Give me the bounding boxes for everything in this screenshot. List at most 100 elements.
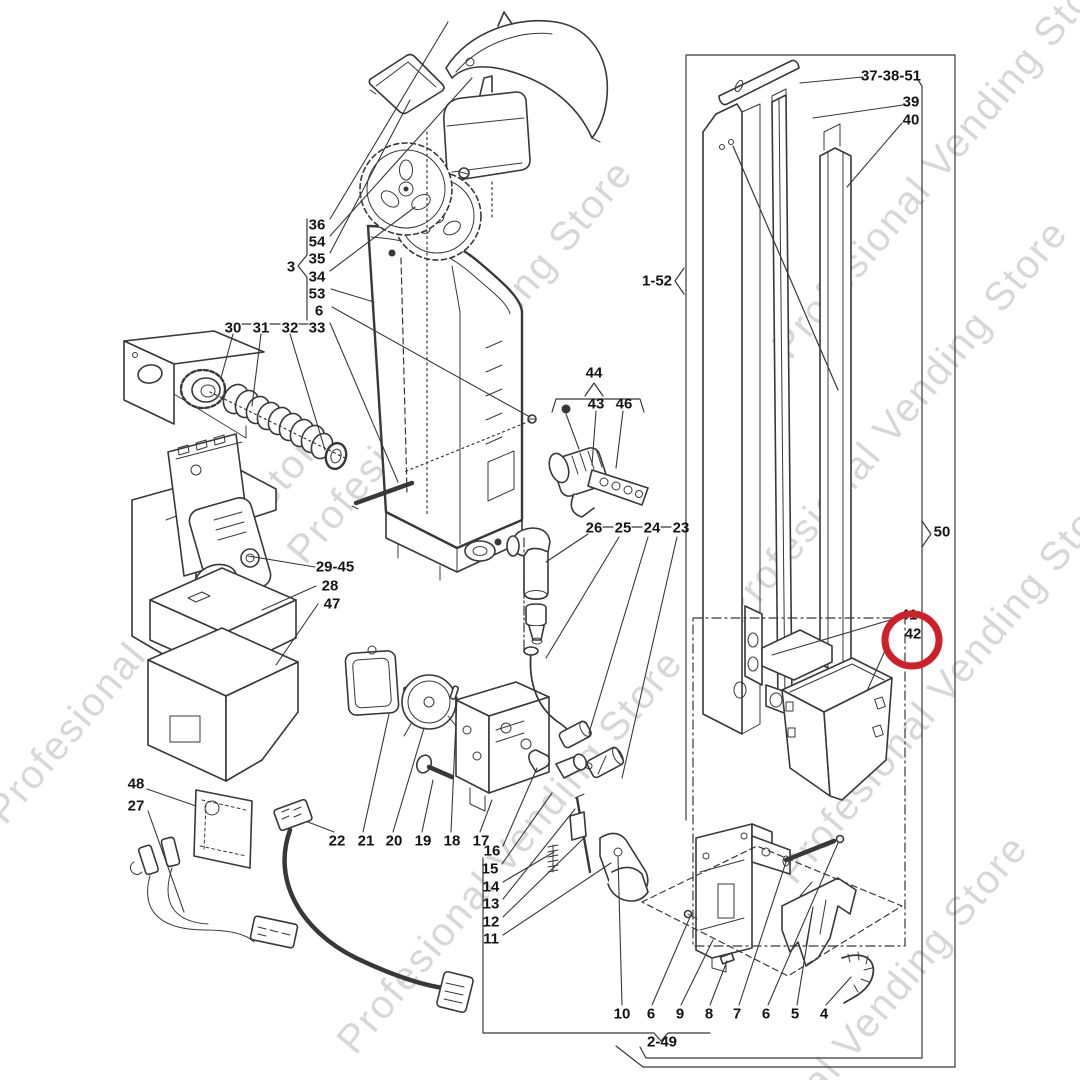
highlight-layer [881,610,943,670]
leader-line [146,788,197,807]
part-number-label: 34 [309,269,326,286]
group-bracket-line [584,382,604,397]
label-card-panel [193,789,253,869]
leader-line [799,76,864,84]
leader-line [591,410,597,466]
microswitch-sensor [555,753,593,779]
gasket-plate [344,645,400,716]
group-bracket-line [482,857,711,1042]
part-number-label: 22 [329,833,346,850]
leader-line [247,555,316,568]
part-number-label: 44 [586,365,603,382]
leader-line [261,585,317,611]
clamp-16 [528,749,551,773]
leader-line [421,779,434,833]
part-number-label: 7 [733,1006,741,1023]
part-number-label: 36 [309,217,326,234]
auger-bracket-panel [123,330,265,439]
chute-box-42 [781,657,893,801]
part-number-label: 25 [615,520,632,537]
construction-line [400,257,408,493]
leader-line [502,767,538,847]
leader-line [307,821,335,833]
canister-lid [368,53,445,115]
hose-connector-24 [558,720,592,749]
part-number-label: 50 [934,524,951,541]
dispense-head [548,447,649,518]
part-number-label: 11 [483,931,499,948]
guide-rail-40 [813,123,852,687]
screw-19 [415,754,455,780]
curved-lever-lid [445,11,609,143]
hose-connector-23 [586,746,625,779]
part-number-label: 46 [616,396,633,413]
drive-sprockets [359,142,482,261]
top-cover-box [443,75,531,181]
part-number-label: 2-49 [647,1034,677,1051]
part-number-label: 19 [415,833,432,850]
leader-line [709,960,728,1006]
part-number-label: 1-52 [642,273,672,290]
leader-line [147,810,185,913]
part-number-label: 20 [386,833,403,850]
ball-valve-44 [561,404,571,414]
part-number-label: 6 [762,1006,770,1023]
motor-cover-boxes [147,567,299,782]
part-number-label: 24 [644,520,661,537]
part-number-label: 30 [225,320,242,337]
part-number-label: 40 [903,112,920,129]
part-number-label: 16 [484,843,501,860]
leader-line [545,536,620,659]
leader-line [289,333,326,451]
part-number-label: 8 [705,1006,713,1023]
part-number-label: 18 [444,833,461,850]
screw-6-right [835,834,845,844]
leader-line [866,645,888,692]
part-number-label: 9 [676,1006,684,1023]
part-number-label: 12 [483,914,500,931]
construction-line [692,617,906,947]
leader-line [812,104,904,119]
part-number-label: 47 [324,596,341,613]
part-number-label: 54 [309,234,326,251]
leader-line [220,333,234,379]
leader-line [502,862,612,936]
leader-line [479,799,493,833]
leader-line [651,916,691,1006]
leader-line [329,322,399,483]
leader-line [767,842,839,1006]
group-bracket-line [615,54,956,1068]
part-number-label: 14 [483,879,500,896]
leader-line [251,333,262,407]
highlight-circle-42 [881,610,943,670]
part-number-label: 48 [128,776,145,793]
pivot-pin-7 [782,834,845,867]
group-bracket-line [551,398,645,413]
leader-line [502,808,576,900]
leader-line [588,536,649,734]
part-number-label: 32 [282,320,299,337]
leader-line [501,792,553,865]
part-number-label: 26 [586,520,603,537]
leader-line [738,858,788,1006]
construction-line [403,420,531,473]
part-number-label: 39 [903,94,920,111]
leader-line [450,696,458,833]
auger-shaft-pin [351,480,415,510]
part-number-label: 6 [647,1006,655,1023]
elbow-pipe-26 [506,527,551,600]
doser-motor [401,674,457,737]
part-number-label: 5 [791,1006,799,1023]
group-bracket-line [297,218,308,321]
group-bracket-line [639,79,923,1059]
auger-washer [324,441,348,471]
leader-line [329,21,449,220]
part-number-label: 53 [309,286,326,303]
part-number-label: 17 [473,833,490,850]
frame-and-marks-layer [209,54,956,1068]
part-number-label: 13 [483,896,500,913]
part-number-label: 3 [287,259,295,276]
screw-6-left [683,909,698,920]
